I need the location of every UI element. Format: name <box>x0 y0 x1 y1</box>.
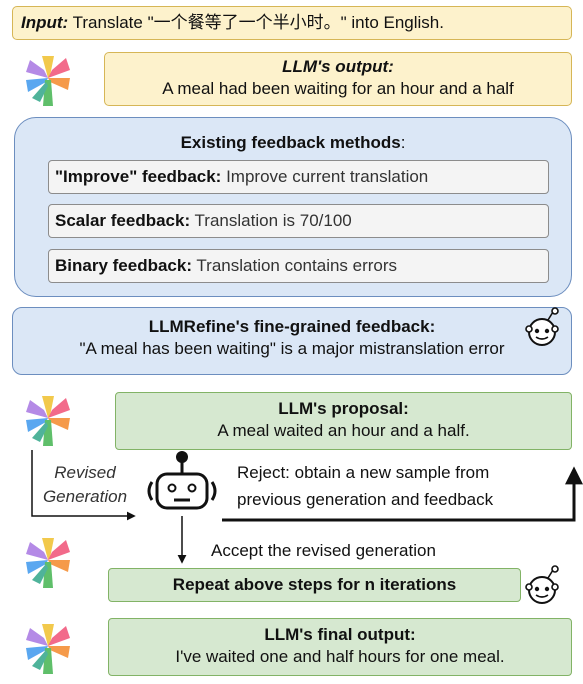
existing-feedback-colon: : <box>400 133 406 152</box>
llm-output-box: LLM's output: A meal had been waiting fo… <box>104 52 572 106</box>
final-text: I've waited one and half hours for one m… <box>175 647 505 666</box>
llmrefine-title: LLMRefine's fine-grained feedback: <box>148 317 436 336</box>
binary-feedback-text: Translation contains errors <box>192 256 398 275</box>
existing-feedback-title: Existing feedback methods <box>180 133 401 152</box>
input-label: Input: <box>21 13 69 32</box>
reject-line1: Reject: obtain a new sample from <box>237 463 490 482</box>
scalar-feedback-text: Translation is 70/100 <box>190 211 352 230</box>
revised-label-line1: Revised <box>54 463 116 482</box>
input-box: Input: Translate "一个餐等了一个半小时。" into Engl… <box>12 6 572 40</box>
accept-label: Accept the revised generation <box>211 541 436 560</box>
proposal-title: LLM's proposal: <box>278 399 409 418</box>
reject-arrow <box>222 466 583 522</box>
llmrefine-feedback-box: LLMRefine's fine-grained feedback: "A me… <box>12 307 572 375</box>
input-text: Translate "一个餐等了一个半小时。" into English. <box>68 13 444 32</box>
repeat-text: Repeat above steps for n iterations <box>172 575 457 594</box>
llm-output-text: A meal had been waiting for an hour and … <box>162 79 514 98</box>
scalar-feedback-label: Scalar feedback: <box>55 211 191 230</box>
final-output-box: LLM's final output: I've waited one and … <box>108 618 572 676</box>
llm-output-title: LLM's output: <box>282 57 394 76</box>
reject-line2: previous generation and feedback <box>237 490 494 509</box>
binary-feedback-item: Binary feedback: Translation contains er… <box>48 249 549 283</box>
feedback-bot-icon-1 <box>525 307 559 346</box>
llm-logo-icon-4 <box>26 624 70 674</box>
llm-logo-icon-1 <box>26 56 70 106</box>
improve-feedback-label: "Improve" feedback: <box>55 167 222 186</box>
llmrefine-text: "A meal has been waiting" is a major mis… <box>79 339 505 358</box>
llm-logo-icon-2 <box>26 396 70 446</box>
final-title: LLM's final output: <box>264 625 416 644</box>
proposal-text: A meal waited an hour and a half. <box>217 421 470 440</box>
improve-feedback-text: Improve current translation <box>221 167 429 186</box>
llm-logo-icon-3 <box>26 538 70 588</box>
central-robot-icon <box>147 451 217 510</box>
scalar-feedback-item: Scalar feedback: Translation is 70/100 <box>48 204 549 238</box>
repeat-box: Repeat above steps for n iterations <box>108 568 521 602</box>
proposal-box: LLM's proposal: A meal waited an hour an… <box>115 392 572 450</box>
revised-generation-arrow <box>31 450 136 521</box>
binary-feedback-label: Binary feedback: <box>55 256 192 275</box>
improve-feedback-item: "Improve" feedback: Improve current tran… <box>48 160 549 194</box>
feedback-bot-icon-2 <box>525 565 559 604</box>
revised-label-line2: Generation <box>42 487 128 506</box>
